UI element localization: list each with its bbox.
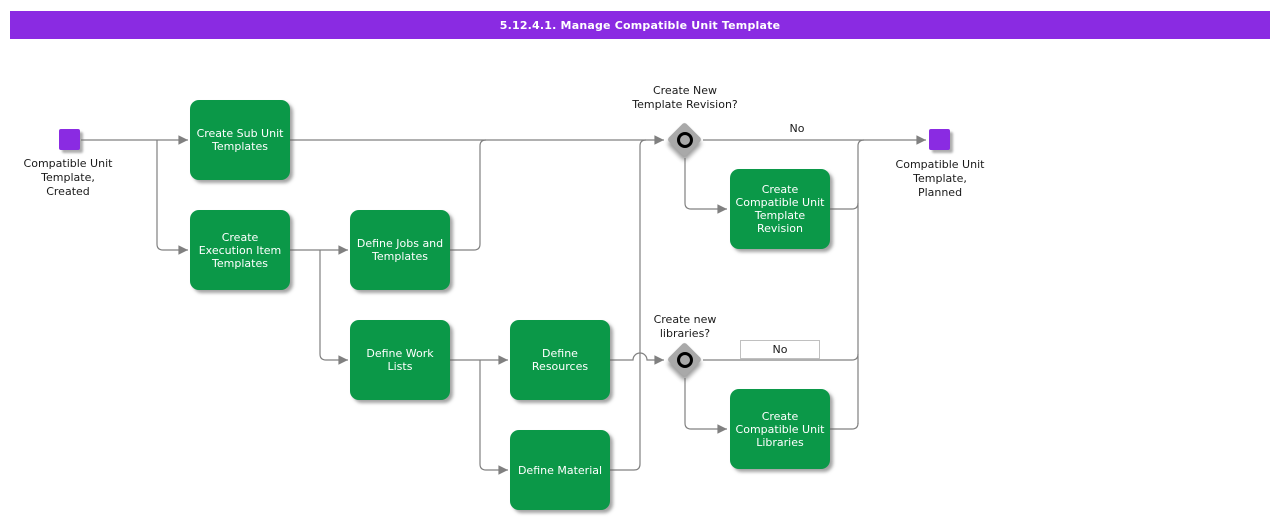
decision2-question-label: Create new libraries? [653,313,717,340]
activity-define-material[interactable]: Define Material [510,430,610,510]
edge-decision2-yes-to-libraries [684,378,727,434]
activity-define-jobs-and-templates[interactable]: Define Jobs and Templates [350,210,450,290]
edge-resources-to-decision2 [610,352,664,365]
edge-material-join [610,139,647,471]
activity-create-compatible-unit-libraries[interactable]: Create Compatible Unit Libraries [730,389,830,469]
page-title: 5.12.4.1. Manage Compatible Unit Templat… [499,18,781,32]
end-node[interactable] [929,129,950,150]
edge-start-to-execution [156,140,188,255]
activity-create-compatible-unit-template-revision[interactable]: Create Compatible Unit Template Revision [730,169,830,249]
start-node[interactable] [59,129,80,150]
end-node-label: Compatible Unit Template, Planned [895,158,985,199]
activity-define-work-lists[interactable]: Define Work Lists [350,320,450,400]
decision1-no-label: No [789,122,805,135]
title-bar: 5.12.4.1. Manage Compatible Unit Templat… [10,11,1270,39]
edge-jobs-join [450,139,487,251]
edge-right-merge-vertical [857,139,865,424]
edge-execution-to-work-lists [319,250,349,365]
decision1-question-label: Create New Template Revision? [632,84,738,111]
edge-revision-join [830,202,859,210]
start-node-label: Compatible Unit Template, Created [23,157,113,198]
decision1-circle-icon [677,132,693,148]
edge-work-lists-to-material [479,360,509,475]
edge-libraries-join [830,422,859,430]
activity-create-sub-unit-templates[interactable]: Create Sub Unit Templates [190,100,290,180]
decision2-circle-icon [677,352,693,368]
edge-decision1-yes-to-revision [684,158,727,214]
decision2-no-label: No [740,340,820,359]
activity-define-resources[interactable]: Define Resources [510,320,610,400]
activity-create-execution-item-templates[interactable]: Create Execution Item Templates [190,210,290,290]
